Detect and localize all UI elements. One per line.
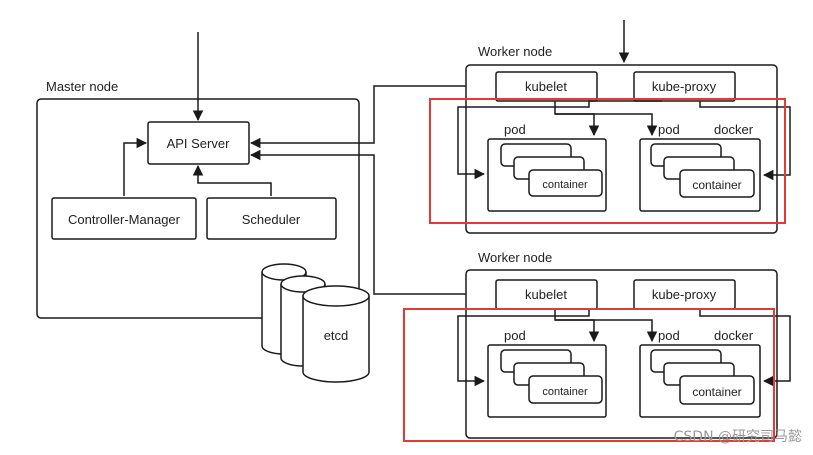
worker-node-2-title: Worker node <box>478 250 552 265</box>
worker1-docker-label: docker <box>714 122 754 137</box>
worker2-highlight-box <box>403 308 775 442</box>
worker1-kube-proxy-box: kube-proxy <box>633 71 736 102</box>
worker2-kube-proxy-label: kube-proxy <box>652 287 717 302</box>
api-server-label: API Server <box>167 136 231 151</box>
worker-node-1-title: Worker node <box>478 44 552 59</box>
worker2-pod-2-container-label: container <box>692 385 741 399</box>
worker2-kubelet-label: kubelet <box>525 287 567 302</box>
worker1-highlight-box <box>429 98 786 224</box>
controller-to-api-arrow <box>123 137 148 196</box>
controller-manager-label: Controller-Manager <box>68 212 181 227</box>
scheduler-label: Scheduler <box>242 212 301 227</box>
worker1-kubelet-box: kubelet <box>495 71 598 102</box>
worker1-kubelet-label: kubelet <box>525 79 567 94</box>
worker1-proxy-to-pod2-arrow <box>699 101 791 181</box>
master-node-title: Master node <box>46 79 118 94</box>
worker1-kubelet-to-pod2-arrow <box>555 113 658 137</box>
scheduler-box: Scheduler <box>206 197 337 240</box>
worker2-proxy-to-pod2-arrow <box>699 309 791 387</box>
worker1-pod-1-label: pod <box>504 122 526 137</box>
etcd-label: etcd <box>324 328 349 343</box>
worker1-proxy-to-pod1-arrow <box>457 100 662 180</box>
worker2-kubelet-to-pod2-arrow <box>555 319 658 343</box>
worker2-kubelet-box: kubelet <box>495 279 598 310</box>
worker1-pod-2-container-label: container <box>692 178 741 192</box>
worker2-pod-1: pod container <box>487 328 607 418</box>
worker-node-1: Worker node kubelet kube-proxy pod conta… <box>429 20 791 234</box>
worker1-pod-2-label: pod <box>658 122 680 137</box>
worker2-pod-1-container-label: container <box>542 386 588 398</box>
worker1-pod-1: pod container <box>487 122 607 212</box>
worker1-pod-2: pod docker container <box>639 122 761 212</box>
api-to-worker1-kubelet-arrow <box>249 80 496 149</box>
api-to-worker2-kubelet-arrow <box>249 149 496 300</box>
api-server-box: API Server <box>147 121 250 165</box>
worker2-pod-1-label: pod <box>504 328 526 343</box>
worker1-pod-1-container-label: container <box>542 179 588 191</box>
worker-node-2: Worker node kubelet kube-proxy pod conta… <box>403 250 791 442</box>
worker2-pod-2: pod docker container <box>639 328 761 418</box>
worker2-pod-2-label: pod <box>658 328 680 343</box>
worker1-kube-proxy-label: kube-proxy <box>652 79 717 94</box>
worker2-kube-proxy-box: kube-proxy <box>633 279 736 310</box>
watermark-text: CSDN @研究司马懿 <box>674 429 802 445</box>
worker2-docker-label: docker <box>714 328 754 343</box>
master-node: Master node API Server Controller-Manage… <box>36 32 370 383</box>
controller-manager-box: Controller-Manager <box>51 197 197 240</box>
